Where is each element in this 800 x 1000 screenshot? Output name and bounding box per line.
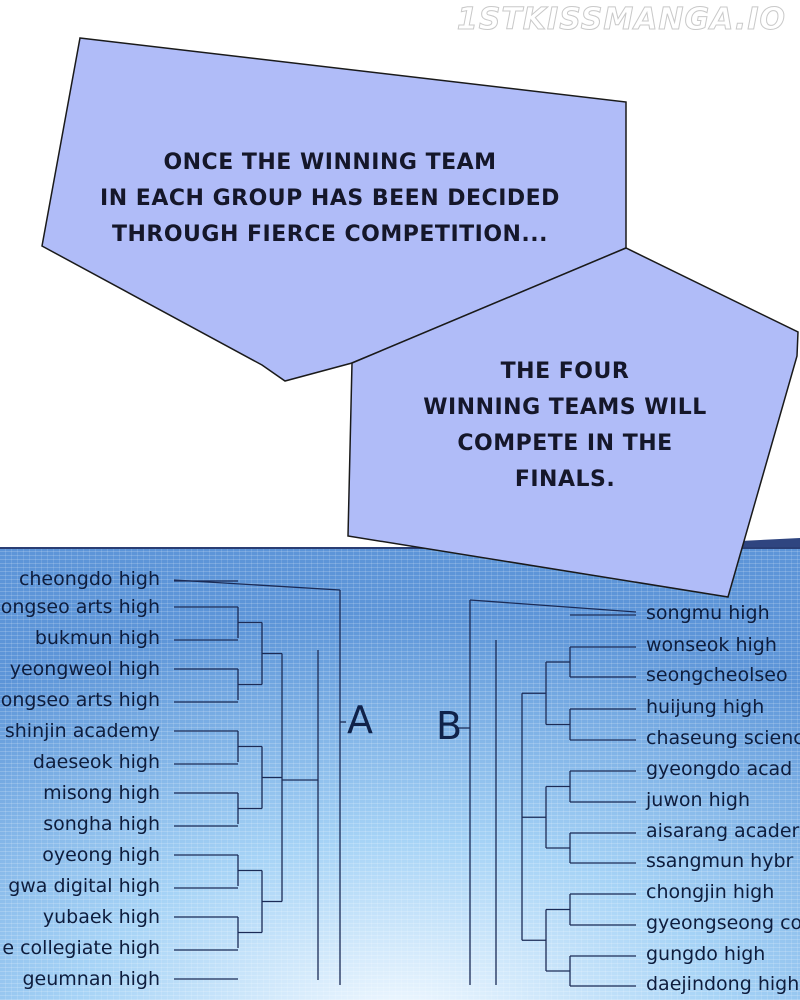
group-a-team: bukmun high xyxy=(34,627,160,649)
group-a-team: ongseo arts high xyxy=(0,689,160,711)
speech-bubble-2-text: THE FOUR WINNING TEAMS WILL COMPETE IN T… xyxy=(400,354,730,498)
group-b-team: ssangmun hybr xyxy=(646,850,794,872)
group-b-team: aisarang acader xyxy=(646,820,800,842)
bubble-line: THE FOUR xyxy=(500,359,630,384)
group-a-team: yeongweol high xyxy=(9,658,160,680)
group-b-team: juwon high xyxy=(646,789,750,811)
group-a-team: ongseo arts high xyxy=(0,596,160,618)
group-a-team: geumnan high xyxy=(22,968,161,990)
group-b-team: gyeongseong co xyxy=(646,912,800,934)
group-a-team: misong high xyxy=(43,782,160,804)
group-b-team: seongcheolseo xyxy=(646,664,788,686)
group-b-team: gungdo high xyxy=(646,943,766,965)
watermark: 1STKISSMANGA.IO xyxy=(456,2,786,38)
group-a-team: yubaek high xyxy=(42,906,160,928)
group-a-label: A xyxy=(347,698,373,742)
group-b-team: wonseok high xyxy=(646,634,777,656)
group-b-team: chaseung scienc xyxy=(646,727,800,749)
bubble-line: THROUGH FIERCE COMPETITION... xyxy=(111,222,549,247)
bubble-line: FINALS. xyxy=(514,467,616,492)
bubble-line: WINNING TEAMS WILL xyxy=(423,395,707,420)
group-a-team: cheongdo high xyxy=(18,568,160,590)
group-a-team: oyeong high xyxy=(42,844,160,866)
speech-bubble-1 xyxy=(41,37,627,382)
bubble-line: IN EACH GROUP HAS BEEN DECIDED xyxy=(100,186,560,211)
speech-bubble-2 xyxy=(347,247,799,598)
group-a-team: daeseok high xyxy=(32,751,160,773)
group-b-team: daejindong high xyxy=(646,973,800,995)
group-a-team: shinjin academy xyxy=(4,720,160,742)
group-a-team: songha high xyxy=(43,813,160,835)
bracket-line xyxy=(173,579,341,591)
bubble-line: ONCE THE WINNING TEAM xyxy=(163,150,497,175)
group-a-team: e collegiate high xyxy=(2,937,160,959)
group-a-team: gwa digital high xyxy=(8,875,160,897)
group-b-team: songmu high xyxy=(646,602,770,624)
speech-bubble-1-text: ONCE THE WINNING TEAM IN EACH GROUP HAS … xyxy=(70,145,590,253)
group-b-team: chongjin high xyxy=(646,881,775,903)
bracket-line xyxy=(469,599,637,613)
bubble-line: COMPETE IN THE xyxy=(457,431,673,456)
group-b-team: gyeongdo acad xyxy=(646,758,793,780)
group-b-label: B xyxy=(436,704,463,748)
bracket-lines xyxy=(173,579,637,987)
group-b-team: huijung high xyxy=(646,696,765,718)
